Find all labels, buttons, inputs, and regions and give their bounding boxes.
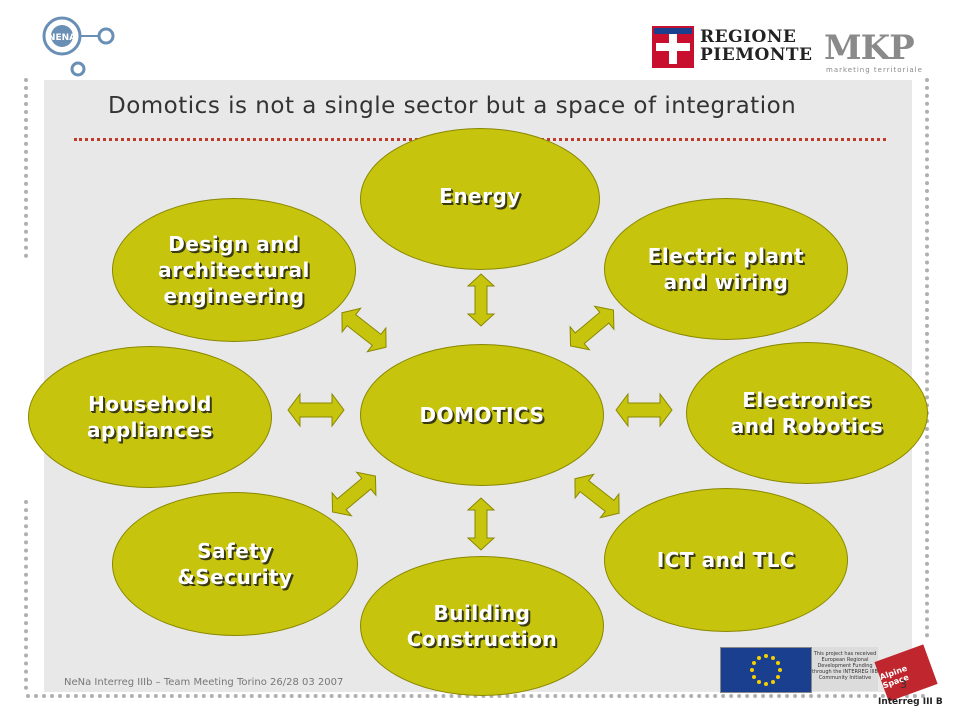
node-safety-security-label: Safety &Security bbox=[177, 539, 293, 589]
mkp-tagline: marketing territoriale bbox=[826, 66, 923, 74]
regione-piemonte-logo bbox=[652, 26, 694, 68]
dotted-border-left-bottom bbox=[24, 500, 28, 690]
node-ict-tlc-label: ICT and TLC bbox=[656, 548, 796, 572]
arrow-energy bbox=[466, 273, 496, 327]
arrow-electric bbox=[569, 305, 615, 351]
node-household-appliances-label: Household appliances bbox=[87, 392, 213, 442]
arrow-household bbox=[287, 392, 345, 428]
node-design-engineering-label: Design and architectural engineering bbox=[158, 232, 310, 308]
node-domotics-label: DOMOTICS bbox=[419, 403, 545, 427]
node-safety-security: Safety &Security bbox=[112, 492, 358, 636]
eu-funding-note: This project has received European Regio… bbox=[812, 647, 878, 691]
node-electronics-robotics: Electronics and Robotics bbox=[686, 342, 928, 484]
node-electric-plant: Electric plant and wiring bbox=[604, 198, 848, 340]
page-number: 3 bbox=[900, 678, 907, 691]
footer-text: NeNa Interreg IIIb – Team Meeting Torino… bbox=[64, 677, 344, 688]
node-energy-label: Energy bbox=[439, 184, 521, 208]
node-household-appliances: Household appliances bbox=[28, 346, 272, 488]
arrow-design bbox=[341, 307, 387, 353]
dotted-border-right bbox=[925, 78, 929, 638]
svg-text:NENA: NENA bbox=[48, 33, 76, 43]
node-energy: Energy bbox=[360, 128, 600, 270]
slide-title: Domotics is not a single sector but a sp… bbox=[108, 93, 797, 119]
dotted-border-left-top bbox=[24, 78, 28, 258]
node-building-construction-label: Building Construction bbox=[406, 601, 558, 651]
interreg-label: Interreg III B bbox=[878, 697, 943, 707]
dotted-border-bottom bbox=[26, 694, 926, 698]
mkp-logo: MKP bbox=[824, 28, 915, 68]
nena-network-logo: NENA bbox=[42, 16, 115, 77]
arrow-ict bbox=[574, 473, 620, 519]
eu-flag-logo bbox=[720, 647, 812, 693]
node-electronics-robotics-label: Electronics and Robotics bbox=[730, 388, 884, 438]
node-design-engineering: Design and architectural engineering bbox=[112, 198, 356, 342]
arrow-electronics bbox=[615, 392, 673, 428]
node-domotics: DOMOTICS bbox=[360, 344, 604, 486]
regione-piemonte-wordmark: REGIONE PIEMONTE bbox=[700, 27, 813, 65]
arrow-building bbox=[466, 497, 496, 551]
node-building-construction: Building Construction bbox=[360, 556, 604, 696]
arrow-safety bbox=[331, 471, 377, 517]
node-ict-tlc: ICT and TLC bbox=[604, 488, 848, 632]
node-electric-plant-label: Electric plant and wiring bbox=[647, 244, 805, 294]
